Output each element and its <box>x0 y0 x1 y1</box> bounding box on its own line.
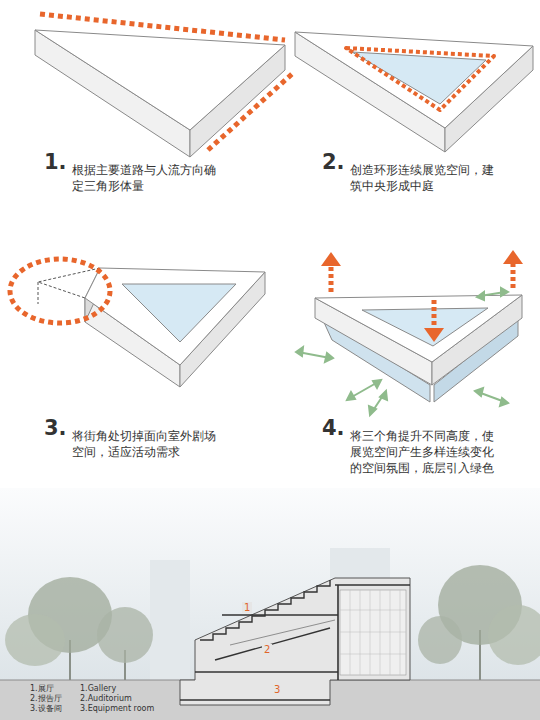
legend-text: 3.Equipment room <box>80 704 154 715</box>
arrow-head <box>477 292 484 300</box>
courtyard <box>122 284 236 342</box>
tree-crown <box>418 616 462 664</box>
legend-text: 1.Gallery <box>80 684 116 695</box>
arrow-head <box>321 252 341 266</box>
sky <box>0 488 540 682</box>
bg-building <box>150 560 190 680</box>
corner-highlight <box>10 259 110 323</box>
slab-top <box>295 32 533 128</box>
arrow-head <box>380 391 387 400</box>
legend-text: 2.Auditorium <box>80 694 132 705</box>
facade-panels <box>340 590 406 675</box>
arrow-shaft <box>329 264 334 292</box>
arrow-head <box>296 347 303 356</box>
step-number: 4. <box>322 418 352 439</box>
arrow-head <box>325 353 333 362</box>
slab-top <box>35 30 285 130</box>
arrow-head <box>373 380 381 388</box>
building-section <box>180 578 410 705</box>
slab-top <box>315 295 522 362</box>
tree-crown <box>5 614 65 666</box>
callout-number: 3 <box>272 684 282 695</box>
arrow-head <box>424 328 444 342</box>
callout-number: 2 <box>262 644 272 655</box>
trees-right <box>418 565 540 680</box>
arrow-head <box>500 398 508 406</box>
courtyard-outline <box>346 48 494 110</box>
slab-top <box>85 268 265 365</box>
step2-massing <box>295 32 533 152</box>
tree-crown <box>488 605 540 665</box>
upper-slab <box>335 584 410 586</box>
step4-massing <box>315 295 522 402</box>
column <box>337 585 339 680</box>
building-mass <box>180 578 410 705</box>
step-number: 2. <box>322 152 352 173</box>
step3-massing <box>85 268 265 387</box>
arrow-head <box>501 288 508 296</box>
arrow-head <box>347 392 355 400</box>
green-arrows <box>296 288 508 415</box>
road-line <box>40 14 285 40</box>
step1-massing <box>35 30 285 157</box>
floor-slab <box>195 671 338 673</box>
road-line <box>208 74 292 150</box>
basement-slab <box>180 699 330 701</box>
ramp <box>230 620 335 645</box>
arrow-head <box>503 250 523 264</box>
arrow-shaft <box>511 262 516 288</box>
step-caption: 根据主要道路与人流方向确定三角形体量 <box>72 162 224 194</box>
arrow-head <box>475 388 483 396</box>
courtyard <box>362 308 488 346</box>
legend-text: 2.报告厅 <box>30 694 62 705</box>
legend-text: 1.展厅 <box>30 684 54 695</box>
lift-arrows <box>321 250 523 342</box>
roof-steps <box>200 580 330 640</box>
legend-text: 3.设备间 <box>30 704 62 715</box>
bg-building <box>330 548 390 578</box>
removed-corner <box>38 268 100 298</box>
facade <box>340 590 406 675</box>
removed-corner <box>38 282 39 304</box>
step-caption: 将街角处切掉面向室外剧场空间，适应活动需求 <box>72 428 224 460</box>
trees-left <box>5 577 153 680</box>
step-number: 3. <box>44 418 74 439</box>
callout-number: 1 <box>242 602 252 613</box>
step-number: 1. <box>44 152 74 173</box>
tree-crown <box>97 607 153 663</box>
gallery-slab <box>222 614 338 616</box>
step-caption: 创造环形连续展览空间，建筑中央形成中庭 <box>350 162 502 194</box>
ramp <box>215 628 330 660</box>
courtyard <box>352 52 486 104</box>
arrow-shaft <box>432 300 437 330</box>
step-caption: 将三个角提升不同高度，使展览空间产生多样连续变化的空间氛围，底层引入绿色 <box>350 428 502 477</box>
arrow-head <box>369 406 376 415</box>
